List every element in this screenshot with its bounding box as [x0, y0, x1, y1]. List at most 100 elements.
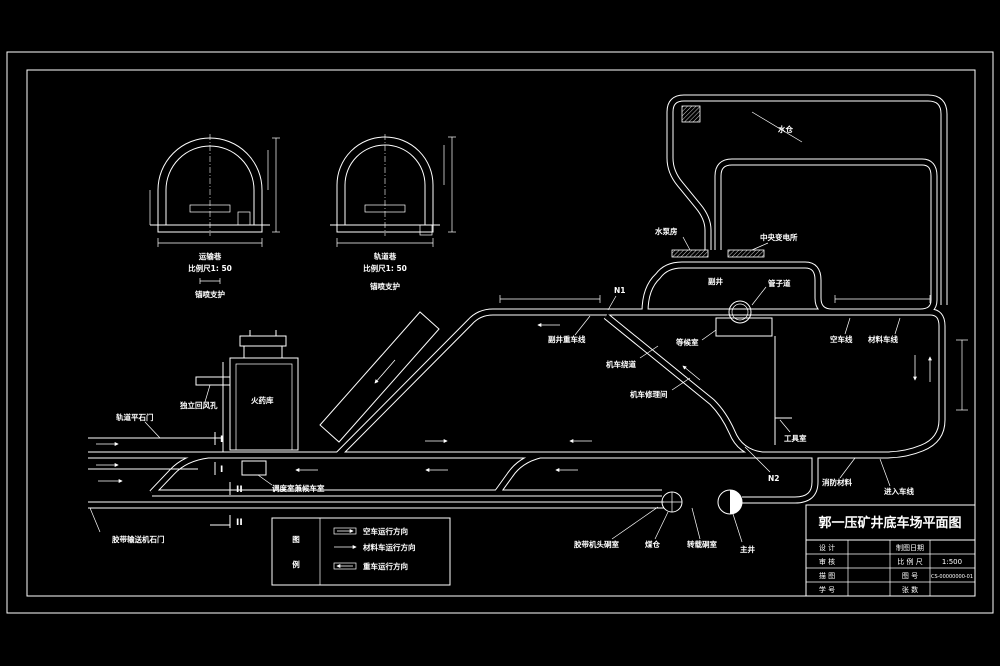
- leader: [639, 345, 659, 359]
- leader: [682, 236, 691, 251]
- tb-label: 学 号: [819, 585, 835, 594]
- sump-hatched-block: [681, 105, 701, 123]
- inclined-roadway: [319, 311, 440, 443]
- direction-arrows: [96, 323, 932, 483]
- label-n2: N2: [768, 474, 780, 483]
- ditch: [419, 224, 433, 236]
- arrow: [374, 359, 396, 384]
- label-n1: N1: [614, 286, 626, 295]
- legend-item: 重车运行方向: [363, 561, 408, 571]
- legend-item: 材料车运行方向: [363, 542, 416, 552]
- section-mark: II: [236, 485, 243, 495]
- label-explosives: 火药库: [251, 395, 274, 405]
- leader: [751, 111, 803, 143]
- section-haulage: 运输巷 比例尺1: 50 锚喷支护: [149, 134, 280, 299]
- label-material-track: 材料车线: [868, 334, 898, 344]
- leader: [839, 457, 856, 479]
- drawing-title: 郭一压矿井底车场平面图: [818, 515, 961, 531]
- tb-label: 比 例 尺: [897, 557, 922, 566]
- aux-shaft-inner-circle: [731, 303, 749, 321]
- tb-label: 描 图: [819, 571, 835, 580]
- pump-room-block: [671, 249, 709, 258]
- label-bunker: 煤仓: [645, 539, 660, 549]
- section-scale: 比例尺1: 50: [188, 263, 232, 273]
- label-aux-shaft: 副井: [708, 276, 723, 286]
- leader: [89, 507, 101, 533]
- leader: [257, 474, 273, 486]
- title-block: 郭一压矿井底车场平面图 设 计 制图日期 审 核 比 例 尺 1:500 描 图…: [805, 504, 976, 597]
- title-block-box: [805, 504, 976, 597]
- leader: [751, 286, 767, 306]
- leader: [879, 458, 891, 487]
- label-fire-material: 消防材料: [822, 477, 852, 487]
- leader: [204, 384, 211, 403]
- arrow: [682, 365, 701, 381]
- label-track-crosscut: 轨道平石门: [116, 412, 154, 422]
- section-mark: II: [236, 518, 243, 528]
- section-scale: 比例尺1: 50: [363, 263, 407, 273]
- explosives-store-head: [239, 335, 287, 347]
- section-mark: I: [220, 435, 223, 445]
- outer-frame: [6, 51, 994, 614]
- plan-labels: 水仓 水泵房 中央变电所 副井 管子道 N1 副井重车线 等候室 机车绕道 机车…: [112, 124, 914, 554]
- structures: [88, 105, 968, 515]
- waiting-room: [715, 317, 773, 337]
- track-bed: [364, 204, 406, 213]
- label-belt-head: 胶带机头硐室: [574, 539, 619, 549]
- label-main-shaft: 主井: [740, 544, 755, 554]
- label-aux-loaded-track: 副井重车线: [548, 334, 586, 344]
- leader: [654, 511, 669, 540]
- section-marks: I I II II: [210, 432, 243, 528]
- leader: [732, 513, 743, 543]
- ditch: [237, 211, 251, 226]
- section-name: 运输巷: [199, 251, 222, 261]
- label-entry-track: 进入车线: [884, 486, 914, 496]
- main-shaft-half-fill: [730, 490, 742, 514]
- legend-heading: 图: [292, 535, 300, 544]
- return-air-hole: [195, 376, 231, 386]
- label-dispatch: 调度室兼候车室: [272, 483, 325, 493]
- legend-box: [271, 517, 451, 586]
- tb-label: 图 号: [902, 572, 918, 580]
- substation-block: [727, 249, 765, 258]
- leader: [574, 315, 591, 336]
- label-loco-repair: 机车修理间: [630, 389, 668, 399]
- label-tool-room: 工具室: [784, 433, 807, 443]
- label-waiting-room: 等候室: [676, 337, 699, 347]
- leader: [671, 377, 691, 391]
- tb-label: 审 核: [819, 557, 835, 566]
- leader: [611, 506, 659, 540]
- label-return-air: 独立回风孔: [180, 400, 218, 410]
- leader: [744, 446, 771, 473]
- section-support: 锚喷支护: [370, 281, 400, 291]
- track-bed: [189, 204, 231, 213]
- legend-heading: 例: [292, 559, 300, 569]
- label-transfer: 转载硐室: [687, 539, 717, 549]
- section-name: 轨道巷: [374, 251, 397, 261]
- legend-symbol-empty: [333, 527, 357, 535]
- leader: [144, 421, 161, 439]
- label-belt-crosscut: 胶带输送机石门: [112, 534, 165, 544]
- section-support: 锚喷支护: [195, 289, 225, 299]
- explosives-store-inner: [235, 363, 293, 451]
- section-mark: I: [220, 465, 223, 475]
- leader: [701, 329, 717, 341]
- label-sump: 水仓: [778, 124, 793, 134]
- legend-symbol-loaded: [333, 562, 357, 570]
- leader: [751, 242, 769, 251]
- label-pump-room: 水泵房: [655, 226, 678, 236]
- tb-value: 1:500: [942, 558, 962, 566]
- legend-item: 空车运行方向: [363, 526, 408, 536]
- label-substation: 中央变电所: [760, 232, 798, 242]
- leader: [844, 317, 851, 335]
- leader: [607, 295, 617, 311]
- leader: [691, 507, 701, 540]
- tb-label: 制图日期: [896, 543, 924, 552]
- tb-value: CS-00000000-01: [931, 574, 973, 580]
- aux-shaft-circle: [728, 300, 752, 324]
- tb-label: 张 数: [902, 585, 918, 594]
- leader: [779, 419, 791, 433]
- leader: [894, 317, 901, 335]
